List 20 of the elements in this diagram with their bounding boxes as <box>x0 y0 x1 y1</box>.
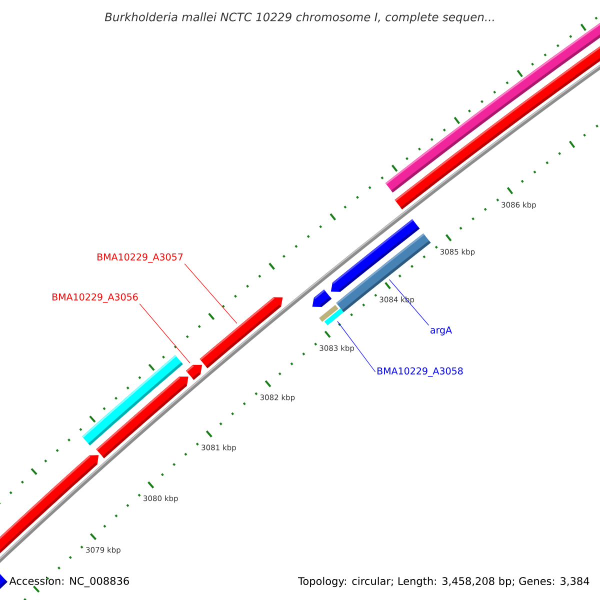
leader-line <box>139 304 190 364</box>
gene-label: BMA10229_A3056 <box>52 293 138 303</box>
gene-feature <box>0 573 8 590</box>
leader-line <box>337 321 376 372</box>
leader-line <box>389 279 430 326</box>
leader-line <box>184 264 238 324</box>
topology-text: Topology: circular; Length: 3,458,208 bp; Genes: 3,384 <box>298 576 590 588</box>
accession-text: Accession: NC_008836 <box>9 576 129 588</box>
gene-feature <box>330 219 420 292</box>
title: Burkholderia mallei NCTC 10229 chromosome I, complete sequen... <box>104 12 494 24</box>
gene-label: BMA10229_A3057 <box>98 253 183 263</box>
gene-feature <box>319 304 338 322</box>
gene-label: argA <box>430 326 452 336</box>
gene-feature <box>200 297 283 368</box>
gene-label: BMA10229_A3058 <box>378 367 463 377</box>
gene-feature <box>186 364 202 380</box>
gene-feature <box>312 289 332 307</box>
gene-feature <box>324 308 344 326</box>
gene-feature <box>96 376 188 458</box>
gene-feature <box>385 22 600 193</box>
